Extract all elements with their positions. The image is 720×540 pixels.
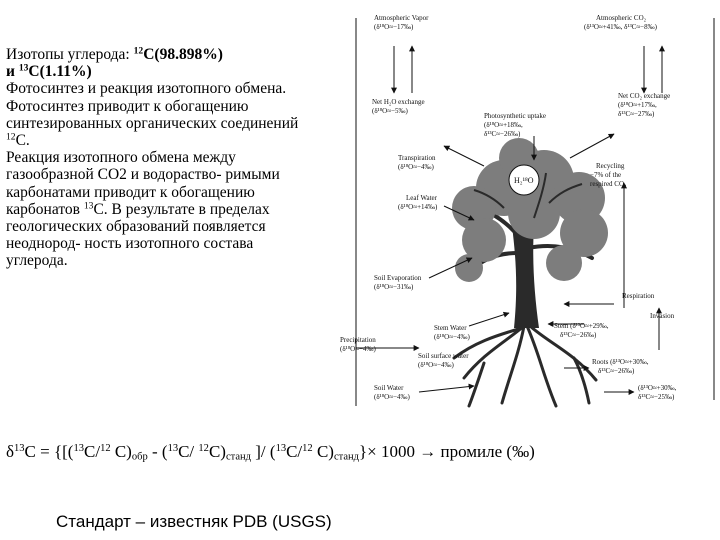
mass-12: 12 bbox=[100, 443, 111, 455]
recycling-value-2: respired CO₂ bbox=[590, 180, 627, 188]
stem-label: Stem (δ¹³O≈+29‰, bbox=[554, 322, 609, 330]
formula-part: - ( bbox=[147, 442, 168, 461]
formula-part: C/ bbox=[286, 442, 303, 461]
mass-13: 13 bbox=[167, 443, 179, 455]
soil-co2-value-2: δ¹³C≈−25‰) bbox=[638, 393, 675, 401]
mass-13: 13 bbox=[73, 443, 84, 455]
atm-vapor-value: (δ¹⁸O≈−17‰) bbox=[374, 23, 414, 31]
atm-co2-value: (δ¹³O≈+41‰, δ¹³C≈−8‰) bbox=[584, 23, 658, 31]
subscript-standard: станд bbox=[333, 451, 360, 463]
subscript-sample: обр bbox=[131, 451, 148, 463]
photo-mass: 12 bbox=[6, 131, 16, 143]
delta-formula: δ13C = {[(13C/12 C)обр - (13C/ 12C)станд… bbox=[6, 442, 716, 462]
net-co2-value-1: (δ¹⁸O≈+17‰, bbox=[618, 101, 657, 109]
formula-part: ]/ ( bbox=[251, 442, 276, 461]
c13-mass: 13 bbox=[18, 62, 29, 74]
formula-part: C/ bbox=[178, 442, 199, 461]
photo-text: Фотосинтез и реакция изотопного обмена. … bbox=[6, 80, 299, 132]
tree-trunk bbox=[512, 226, 539, 328]
photosynthesis-paragraph: Фотосинтез и реакция изотопного обмена. … bbox=[6, 80, 306, 149]
soil-water-value: (δ¹⁸O≈−4‰) bbox=[374, 393, 411, 401]
isotopes-line: Изотопы углерода: 12C(98.898%) и 13C(1.11… bbox=[6, 46, 306, 80]
soil-evaporation-label: Soil Evaporation bbox=[374, 274, 422, 282]
arrow-soil-evaporation bbox=[428, 257, 473, 279]
precipitation-value: (δ¹⁸O≈−4‰) bbox=[340, 345, 377, 353]
mass-13: 13 bbox=[14, 443, 25, 455]
c12-value: C(98.898%) bbox=[143, 46, 223, 63]
flux-arrows bbox=[356, 45, 665, 395]
atm-vapor-label: Atmospheric Vapor bbox=[374, 14, 429, 22]
exchange-mass: 13 bbox=[83, 200, 94, 212]
stem-value: δ¹³C≈−26‰) bbox=[560, 331, 597, 339]
mass-12: 12 bbox=[302, 443, 313, 455]
formula-part: C) bbox=[110, 442, 132, 461]
formula-part: C/ bbox=[84, 442, 101, 461]
soil-evaporation-value: (δ¹⁸O≈−31‰) bbox=[374, 283, 414, 291]
mass-12: 12 bbox=[198, 443, 209, 455]
c12-mass: 12 bbox=[133, 45, 144, 57]
arrow-transpiration bbox=[443, 145, 485, 167]
formula-part: C) bbox=[208, 442, 226, 461]
h2o-label: H₂¹⁸O bbox=[514, 176, 534, 185]
exchange-text: Реакция изотопного обмена между газообра… bbox=[6, 149, 280, 218]
atm-co2-label: Atmospheric CO₂ bbox=[596, 14, 647, 22]
leaf-water-label: Leaf Water bbox=[406, 194, 438, 202]
roots-value: δ¹³C≈−26‰) bbox=[598, 367, 635, 375]
soil-surface-label: Soil surface water bbox=[418, 352, 469, 360]
photo-text-end: С. bbox=[15, 132, 30, 150]
arrow-net-co2 bbox=[569, 133, 615, 159]
description-text: Изотопы углерода: 12C(98.898%)и 13C(1.11… bbox=[6, 46, 306, 270]
h2o-circle bbox=[508, 164, 540, 196]
tree-roots bbox=[452, 324, 598, 408]
arrow-soil-water bbox=[418, 383, 475, 393]
net-co2-value-2: δ¹³C≈−27‰) bbox=[618, 110, 655, 118]
transpiration-label: Transpiration bbox=[398, 154, 436, 162]
recycling-label: Recycling bbox=[596, 162, 625, 170]
recycling-value-1: −7% of the bbox=[590, 171, 621, 179]
stem-water-label: Stem Water bbox=[434, 324, 467, 332]
respiration-label: Respiration bbox=[622, 292, 655, 300]
roots-label: Roots (δ¹³O≈+30‰, bbox=[592, 358, 649, 366]
isotope-cycle-diagram: H₂¹⁸O Atmospheric Vapor (δ¹⁸O≈−17‰) Atmo… bbox=[340, 14, 715, 408]
subscript-standard: станд bbox=[225, 451, 252, 463]
c13-value: C(1.11%) bbox=[28, 63, 92, 81]
canopy-branch-overlay bbox=[473, 172, 583, 219]
exchange-paragraph: Реакция изотопного обмена между газообра… bbox=[6, 149, 306, 269]
exchange-text-end: С. В результате в пределах геологических… bbox=[6, 200, 270, 270]
soil-co2-value-1: (δ¹³O≈+30‰, bbox=[638, 384, 677, 392]
photosynthesis-label: Photosynthetic uptake bbox=[484, 112, 546, 120]
stem-water-value: (δ¹⁸O≈−4‰) bbox=[434, 333, 471, 341]
standard-caption: Стандарт – известняк PDB (USGS) bbox=[56, 512, 332, 531]
invasion-label: Invasion bbox=[650, 312, 675, 320]
net-h2o-value: (δ¹⁸O≈−5‰) bbox=[372, 107, 409, 115]
isotopes-prefix: Изотопы углерода: bbox=[6, 46, 134, 63]
leaf-water-value: (δ¹⁸O≈+14‰) bbox=[398, 203, 438, 211]
arrow-leaf-water bbox=[443, 205, 475, 221]
net-h2o-label: Net H₂O exchange bbox=[372, 98, 425, 106]
photosynthesis-value-1: (δ¹⁸O≈+18‰, bbox=[484, 121, 523, 129]
formula-part: C) bbox=[312, 442, 334, 461]
delta-symbol: δ bbox=[6, 442, 15, 461]
precipitation-label: Precipitation bbox=[340, 336, 376, 344]
mass-13: 13 bbox=[275, 443, 287, 455]
formula-part: }× 1000 → промиле (‰) bbox=[359, 442, 535, 461]
net-co2-label: Net CO₂ exchange bbox=[618, 92, 670, 100]
formula-part: C = {[( bbox=[24, 442, 74, 461]
photosynthesis-value-2: δ¹³C≈−26‰) bbox=[484, 130, 521, 138]
soil-surface-value: (δ¹⁸O≈−4‰) bbox=[418, 361, 455, 369]
and-word: и bbox=[6, 63, 19, 81]
arrow-stem-water bbox=[468, 311, 510, 327]
transpiration-value: (δ¹⁸O≈−4‰) bbox=[398, 163, 435, 171]
soil-water-label: Soil Water bbox=[374, 384, 404, 392]
